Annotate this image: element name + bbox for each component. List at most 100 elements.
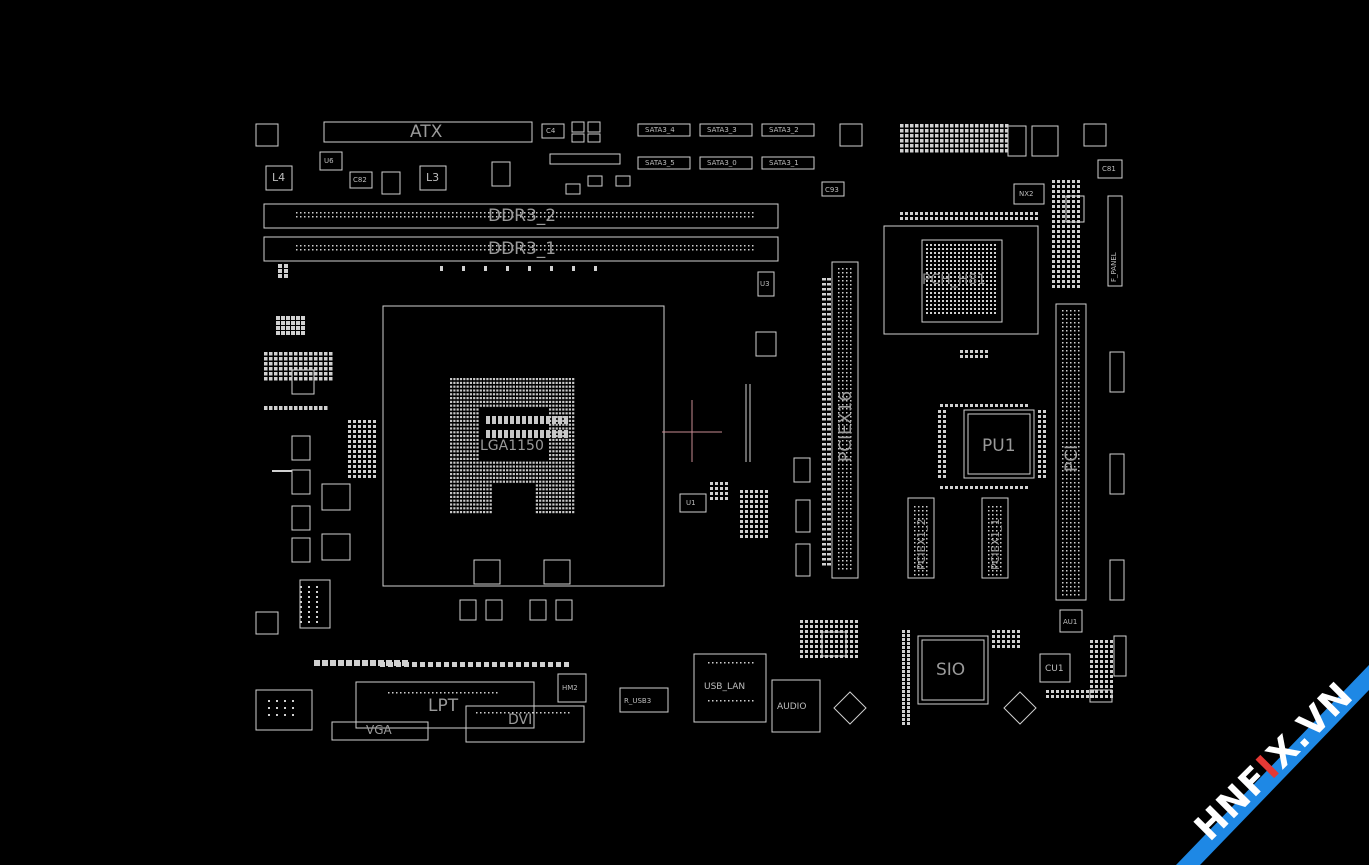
pci-pin: [1074, 358, 1076, 360]
pcie-pin: [846, 352, 848, 354]
pcie-x1-pin: [996, 550, 998, 552]
pci-pin: [1074, 382, 1076, 384]
ddr-pin: [360, 212, 362, 214]
pci-pin: [1074, 390, 1076, 392]
smd-part: [827, 528, 831, 531]
smd-part: [930, 134, 934, 138]
cpu-pin: [456, 423, 459, 426]
cpu-pin: [555, 408, 558, 411]
smd-part: [992, 640, 995, 643]
smd-part: [750, 505, 753, 508]
smd-part: [902, 670, 905, 673]
cpu-pin: [555, 416, 558, 419]
chipset-ball: [926, 244, 928, 246]
cpu-pin: [483, 507, 486, 510]
smd-part: [1012, 630, 1015, 633]
pcie-pin: [850, 564, 852, 566]
pci-pin: [1062, 578, 1064, 580]
cpu-pin: [450, 469, 453, 472]
chipset-ball: [930, 248, 932, 250]
smd-part: [1081, 695, 1084, 698]
smd-part: [370, 660, 376, 666]
smd-part: [1062, 185, 1065, 188]
cpu-pin: [469, 435, 472, 438]
cpu-pin: [469, 473, 472, 476]
smd-part: [556, 662, 561, 667]
cpu-pin: [459, 446, 463, 449]
smd-part: [907, 714, 910, 717]
smd-part: [822, 443, 826, 446]
smd-part: [1038, 445, 1041, 448]
smd-part: [1017, 630, 1020, 633]
pci-pin: [1074, 458, 1076, 460]
pcie-pin: [838, 532, 840, 534]
smd-part: [938, 445, 941, 448]
pcie-x1-pin: [1000, 534, 1002, 536]
dvi-pin: [492, 712, 494, 714]
pcie-x1-pin: [996, 574, 998, 576]
vga-label: VGA: [366, 723, 392, 737]
cpu-pin: [479, 511, 482, 514]
pci-pin: [1066, 554, 1068, 556]
pcie-x1-pin: [914, 506, 916, 508]
ddr-pin: [624, 245, 626, 247]
pci-pin: [1062, 522, 1064, 524]
chipset-ball: [962, 260, 964, 262]
smd-part: [1025, 486, 1028, 489]
ddr-pin: [372, 212, 374, 214]
chipset-ball: [990, 304, 992, 306]
smd-part: [915, 144, 919, 148]
pci-pin: [1066, 354, 1068, 356]
pcie-pin: [838, 320, 840, 322]
chipset-ball: [994, 260, 996, 262]
smd-part: [970, 149, 974, 153]
smd-part: [363, 450, 366, 453]
smd-part: [910, 124, 914, 128]
pci-pin: [1066, 410, 1068, 412]
lpt-pin: [420, 692, 422, 694]
pcie-pin: [838, 448, 840, 450]
pci-pin: [1066, 498, 1068, 500]
smd-part: [827, 308, 831, 311]
cpu-pin: [542, 488, 545, 491]
mount-hole-bl: [255, 611, 279, 635]
cpu-pin: [463, 416, 466, 419]
chipset-ball: [962, 272, 964, 274]
ddr-pin: [308, 216, 310, 218]
smd-part: [827, 288, 831, 291]
smd-part: [943, 475, 946, 478]
chipset-ball: [942, 308, 944, 310]
chipset-ball: [946, 276, 948, 278]
smd-part: [353, 470, 356, 473]
pci-pin: [1066, 466, 1068, 468]
cpu-pin: [453, 378, 456, 381]
smd-part: [1038, 465, 1041, 468]
smd-part: [760, 530, 763, 533]
vrm-pin: [316, 601, 318, 603]
sata-top-2: [699, 123, 753, 137]
smd-part: [1052, 265, 1055, 268]
ddr-pin: [436, 212, 438, 214]
ddr-pin: [548, 212, 550, 214]
dvi-pin: [556, 712, 558, 714]
dvi-pin: [512, 712, 514, 714]
cpu-pin: [479, 393, 482, 396]
smd-part: [1067, 190, 1070, 193]
sata-bottom-3: [761, 156, 815, 170]
ddr-pin: [300, 216, 302, 218]
smd-part: [945, 134, 949, 138]
pcie-x1-pin: [922, 546, 924, 548]
ddr-pin: [724, 212, 726, 214]
smd-part: [822, 553, 826, 556]
pcie-pin: [842, 432, 844, 434]
ddr-pin: [352, 216, 354, 218]
cpu-pin: [552, 503, 555, 506]
cpu-pin: [489, 469, 492, 472]
cpu-pin: [562, 469, 565, 472]
cpu-pin: [496, 461, 499, 464]
smd-part: [760, 500, 763, 503]
pcie-pin: [838, 524, 840, 526]
chipset-ball: [986, 268, 988, 270]
cpu-pin: [522, 404, 525, 407]
smd-part: [945, 486, 948, 489]
